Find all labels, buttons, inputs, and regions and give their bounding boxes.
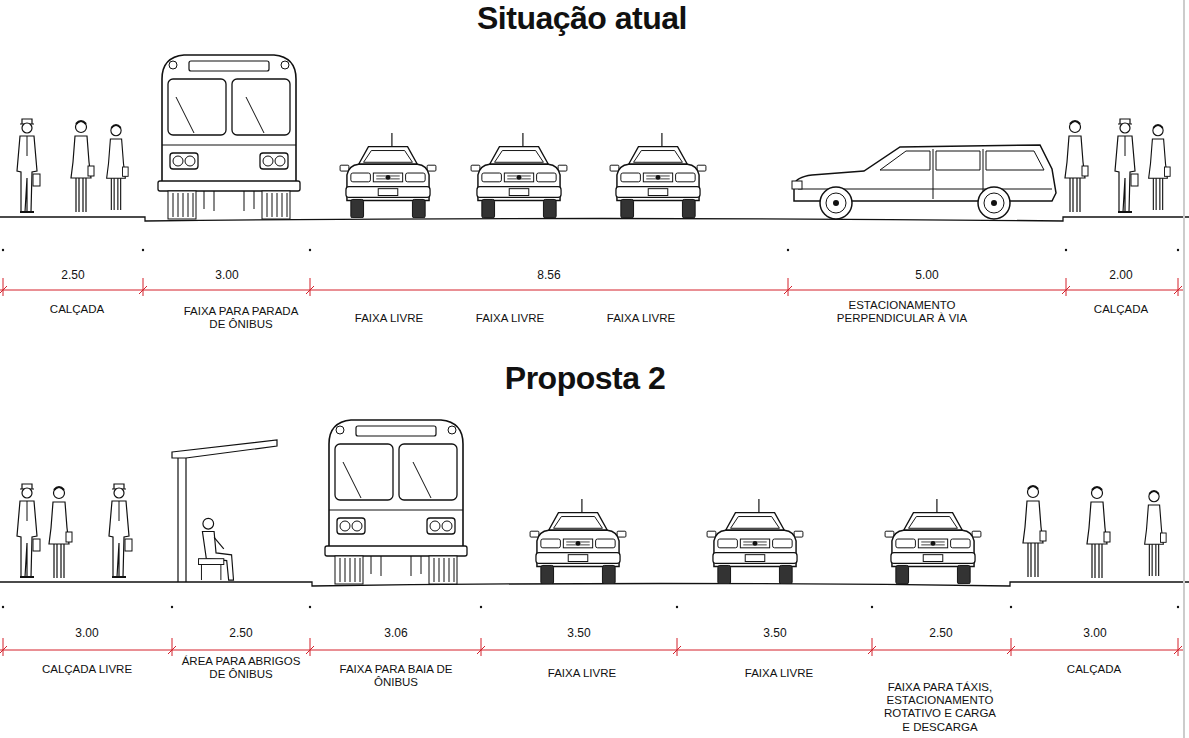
- car-front: [471, 133, 567, 218]
- parked-car-side: [792, 145, 1056, 219]
- lane-label: FAIXA LIVRE: [460, 312, 560, 325]
- section-heading: Situação atual: [372, 0, 792, 37]
- dimension-value: 2.00: [1091, 269, 1151, 283]
- dimension-value: 3.00: [197, 269, 257, 283]
- pedestrian: [17, 484, 40, 577]
- lane-label: CALÇADA: [1071, 303, 1171, 316]
- lane-label: FAIXA LIVRE: [729, 667, 829, 680]
- car-front: [610, 133, 706, 218]
- dimension-value: 3.00: [57, 627, 117, 641]
- bus-shelter: [172, 440, 277, 582]
- pedestrian: [1087, 487, 1110, 578]
- car-front: [530, 499, 626, 584]
- dimension-line: [0, 638, 1183, 656]
- dimension-value: 3.50: [549, 627, 609, 641]
- pedestrian: [17, 119, 40, 212]
- tick-dots: [2, 249, 1179, 251]
- lane-label: FAIXA PARA PARADA DE ÔNIBUS: [175, 305, 307, 331]
- lane-label: FAIXA PARA BAIA DE ÔNIBUS: [331, 663, 461, 689]
- dimension-value: 3.50: [745, 627, 805, 641]
- section-heading: Proposta 2: [425, 360, 745, 397]
- pedestrian: [107, 125, 128, 210]
- car-front: [707, 499, 803, 584]
- car-front: [885, 499, 981, 584]
- pedestrian: [1023, 486, 1046, 577]
- pedestrian: [71, 121, 94, 212]
- dimension-value: 2.50: [211, 627, 271, 641]
- dimension-value: 3.06: [366, 627, 426, 641]
- lane-label: CALÇADA: [22, 303, 132, 316]
- dimension-value: 2.50: [911, 627, 971, 641]
- lane-label: FAIXA PARA TÁXIS, ESTACIONAMENTO ROTATIV…: [881, 681, 999, 734]
- dimension-value: 5.00: [897, 269, 957, 283]
- lane-label: ÁREA PARA ABRIGOS DE ÔNIBUS: [176, 655, 306, 681]
- lane-label: ESTACIONAMENTO PERPENDICULAR À VIA: [827, 299, 977, 325]
- pedestrian: [1065, 121, 1088, 212]
- tick-dots: [2, 606, 1179, 608]
- seated-person: [199, 518, 234, 580]
- dimension-line: [0, 278, 1183, 296]
- bus-front: [158, 55, 300, 219]
- ground-line: [0, 582, 1189, 586]
- pedestrian: [1145, 491, 1166, 576]
- lane-label: FAIXA LIVRE: [532, 667, 632, 680]
- bus-front: [325, 420, 467, 584]
- dimension-value: 8.56: [519, 269, 579, 283]
- lane-label: FAIXA LIVRE: [591, 312, 691, 325]
- car-front: [340, 133, 436, 218]
- pedestrian: [109, 484, 132, 577]
- lane-label: FAIXA LIVRE: [339, 312, 439, 325]
- lane-label: CALÇADA: [1044, 663, 1144, 676]
- pedestrian: [1115, 119, 1138, 212]
- dimension-value: 2.50: [43, 269, 103, 283]
- lane-label: CALÇADA LIVRE: [22, 663, 152, 676]
- frame-edge: [1183, 0, 1185, 738]
- pedestrian: [1149, 125, 1170, 210]
- dimension-value: 3.00: [1065, 627, 1125, 641]
- pedestrian: [49, 487, 72, 578]
